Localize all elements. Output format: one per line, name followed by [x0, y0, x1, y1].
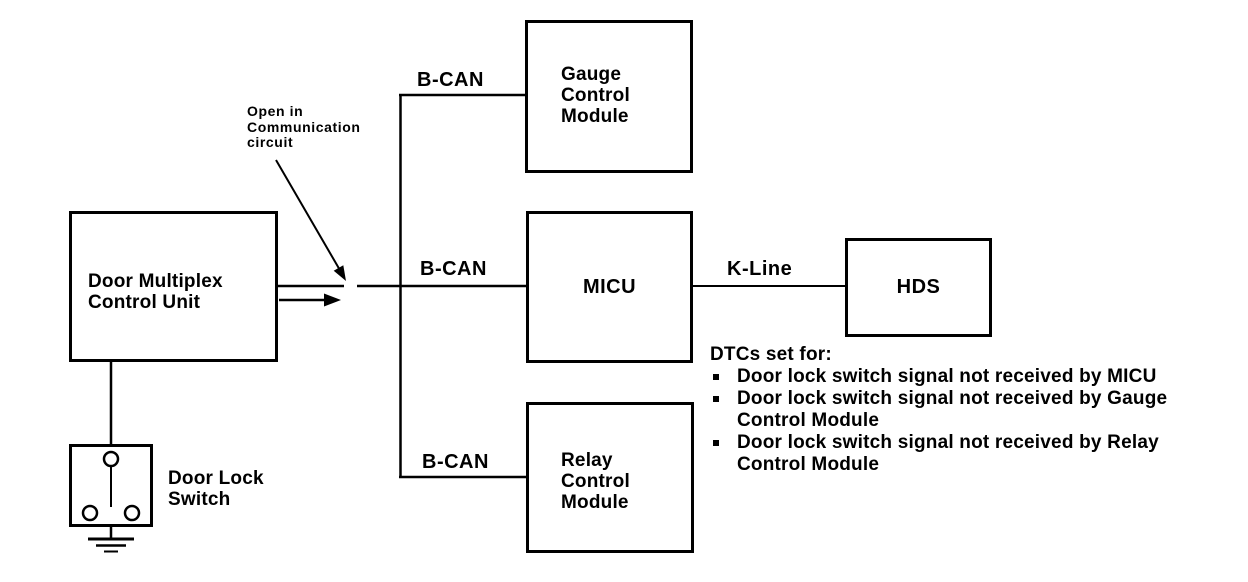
door-lock-switch-label: Door Lock Switch: [168, 468, 264, 510]
door-lock-switch-box: [69, 444, 153, 527]
door-multiplex-control-unit-box: [69, 211, 278, 362]
dtc-item-text: Door lock switch signal not received by …: [737, 432, 1159, 475]
gauge-control-module-label: Gauge Control Module: [561, 64, 630, 127]
bcan-label-relay: B-CAN: [422, 451, 489, 473]
micu-box: MICU: [526, 211, 693, 363]
open-circuit-pointer-arrowhead-icon: [333, 265, 346, 281]
switch-terminal-left: [81, 504, 99, 522]
door-multiplex-control-unit-label: Door Multiplex Control Unit: [88, 271, 223, 313]
switch-terminal-right: [123, 504, 141, 522]
ground-icon: [88, 537, 134, 553]
dtc-item: Door lock switch signal not received by …: [710, 366, 1235, 388]
hds-label: HDS: [896, 276, 941, 298]
micu-label: MICU: [582, 275, 637, 298]
hds-box: HDS: [845, 238, 992, 337]
switch-terminal-common: [102, 450, 120, 468]
bullet-icon: [710, 388, 737, 432]
relay-control-module-label: Relay Control Module: [561, 450, 630, 513]
kline-label: K-Line: [727, 258, 793, 280]
dtc-item-text: Door lock switch signal not received by …: [737, 366, 1157, 387]
bullet-icon: [710, 366, 737, 388]
bcan-label-micu: B-CAN: [420, 258, 487, 280]
bullet-icon: [710, 432, 737, 476]
dtc-item: Door lock switch signal not received by …: [710, 432, 1235, 476]
bcan-label-gauge: B-CAN: [417, 69, 484, 91]
door-lock-switch-symbol: [81, 450, 141, 522]
dtc-list: DTCs set for: Door lock switch signal no…: [710, 344, 1235, 476]
relay-control-module-box: [526, 402, 694, 553]
dtc-heading: DTCs set for:: [710, 344, 832, 365]
dtc-item: Door lock switch signal not received by …: [710, 388, 1235, 432]
gauge-control-module-box: [525, 20, 693, 173]
open-circuit-pointer-shaft: [275, 159, 340, 270]
signal-direction-arrowhead-icon: [324, 293, 341, 307]
dtc-item-text: Door lock switch signal not received by …: [737, 388, 1168, 431]
open-circuit-annotation: Open in Communication circuit: [247, 103, 361, 150]
